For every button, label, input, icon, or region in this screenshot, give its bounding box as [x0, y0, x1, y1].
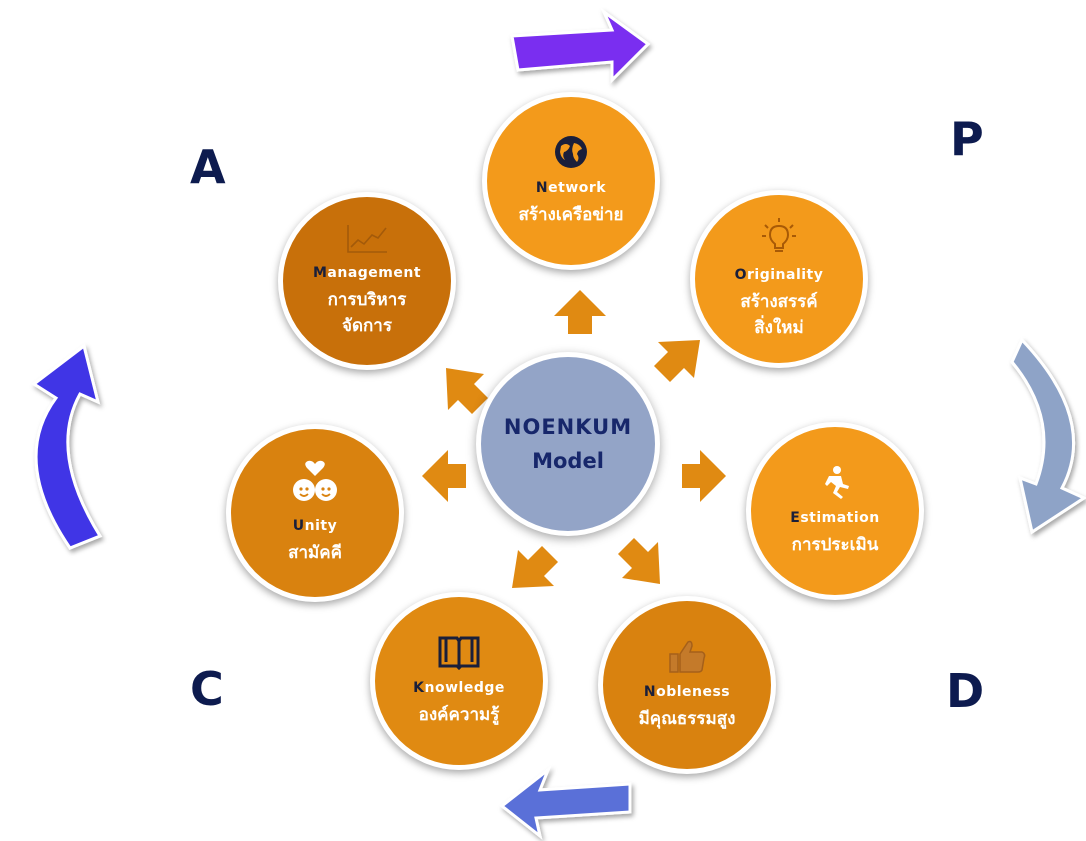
node-knowledge-thai: องค์ความรู้	[418, 705, 500, 725]
node-nobleness-word: obleness	[656, 684, 731, 700]
right-cycle-arrow	[1010, 337, 1086, 535]
node-network-word: etwork	[548, 180, 607, 196]
left-cycle-arrow	[31, 343, 103, 550]
line-chart-icon	[345, 223, 389, 259]
node-knowledge-initial: K	[413, 680, 425, 696]
node-estimation-thai: การประเมิน	[791, 535, 879, 555]
radial-arrows	[422, 290, 726, 588]
node-nobleness-initial: N	[643, 684, 657, 700]
node-network-thai: สร้างเครือข่าย	[518, 205, 624, 225]
lightbulb-icon	[759, 217, 799, 261]
corner-letter-a: A	[190, 140, 226, 194]
radial-arrow-up	[554, 290, 606, 334]
radial-arrow-right	[682, 450, 726, 502]
node-management-thai: การบริหาร จัดการ	[327, 290, 407, 336]
node-management-initial: M	[312, 265, 328, 281]
bottom-cycle-arrow	[499, 765, 632, 840]
node-nobleness-thai: มีคุณธรรมสูง	[638, 709, 736, 729]
node-estimation: Estimation การประเมิน	[746, 422, 924, 600]
node-estimation-initial: E	[790, 510, 801, 526]
radial-arrow-down-left	[512, 546, 558, 588]
node-originality-initial: O	[734, 267, 748, 283]
node-estimation-word: stimation	[800, 510, 880, 526]
node-network-initial: N	[535, 180, 549, 196]
corner-letter-p: P	[950, 112, 984, 166]
people-heart-icon	[289, 460, 341, 512]
node-originality-thai: สร้างสรรค์ สิ่งใหม่	[740, 292, 818, 338]
top-cycle-arrow	[510, 7, 651, 84]
node-unity-initial: U	[292, 518, 305, 534]
node-unity-word: nity	[304, 518, 338, 534]
node-originality: Originality สร้างสรรค์ สิ่งใหม่	[690, 190, 868, 368]
node-unity: Unity สามัคคี	[226, 424, 404, 602]
node-originality-word: riginality	[747, 267, 824, 283]
node-management-word: anagement	[327, 265, 422, 281]
node-knowledge: Knowledge องค์ความรู้	[370, 592, 548, 770]
radial-arrow-left	[422, 450, 466, 502]
runner-icon	[817, 464, 853, 504]
node-management: Management การบริหาร จัดการ	[278, 192, 456, 370]
node-knowledge-word: nowledge	[424, 680, 505, 696]
radial-arrow-up-left	[446, 368, 488, 414]
node-network: Network สร้างเครือข่าย	[482, 92, 660, 270]
globe-icon	[553, 134, 589, 174]
center-title: NOENKUM	[503, 415, 633, 439]
center-subtitle: Model	[532, 449, 604, 473]
center-model-circle: NOENKUM Model	[476, 352, 660, 536]
corner-letter-c: C	[190, 662, 224, 716]
node-nobleness: Nobleness มีคุณธรรมสูง	[598, 596, 776, 774]
corner-letter-d: D	[946, 664, 985, 718]
thumbs-up-icon	[666, 638, 708, 678]
radial-arrow-down-right	[618, 538, 660, 584]
book-icon	[437, 634, 481, 674]
node-unity-thai: สามัคคี	[288, 543, 342, 563]
radial-arrow-up-right	[654, 340, 700, 382]
